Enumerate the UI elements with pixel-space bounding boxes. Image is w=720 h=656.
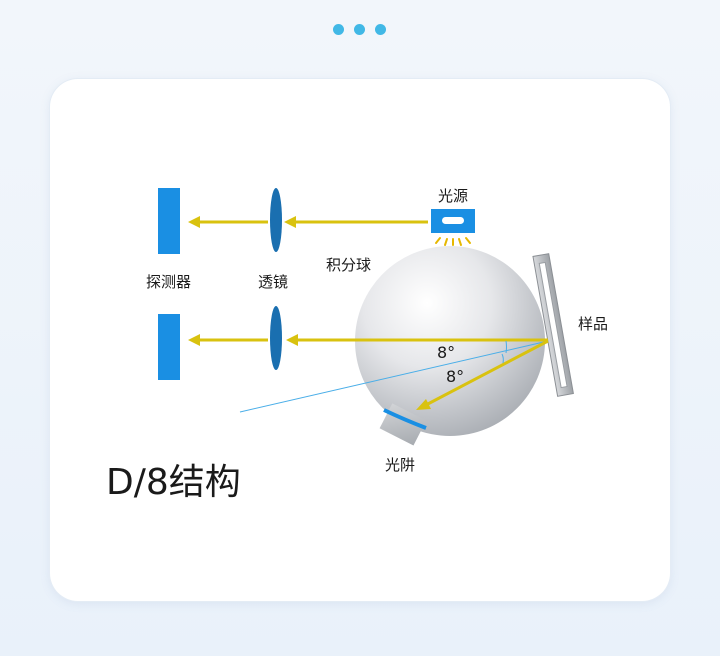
- arrowhead: [284, 216, 296, 228]
- arrowhead: [188, 216, 200, 228]
- specular-reference-line: [239, 340, 549, 413]
- beam-sample-to-light-trap: [423, 339, 549, 408]
- lens-label: 透镜: [258, 273, 289, 291]
- lens-bottom: [270, 306, 282, 370]
- arrowhead: [188, 334, 200, 346]
- light-source-label: 光源: [438, 187, 469, 205]
- sample-label: 样品: [578, 315, 609, 333]
- detector-top: [158, 188, 180, 254]
- angle-arc: [501, 353, 504, 364]
- pagination-dots: [333, 24, 386, 35]
- lens-top: [270, 188, 282, 252]
- angle-arc: [505, 340, 507, 354]
- arrowhead: [416, 399, 431, 410]
- light-source-lamp: [442, 217, 464, 224]
- detector-label: 探测器: [146, 273, 192, 291]
- angle-upper-label: 8°: [437, 343, 456, 362]
- light-trap-opening: [383, 408, 427, 430]
- light-rays: [435, 237, 471, 246]
- pagination-dot: [333, 24, 344, 35]
- pagination-dot: [375, 24, 386, 35]
- angle-lower-label: 8°: [446, 367, 465, 386]
- structure-title: D/8结构: [106, 462, 241, 503]
- detector-bottom: [158, 314, 180, 380]
- arrowhead: [286, 334, 298, 346]
- integrating-sphere-label: 积分球: [326, 256, 372, 274]
- pagination-dot: [354, 24, 365, 35]
- light-trap-label: 光阱: [385, 456, 416, 474]
- sample-plate: [532, 253, 574, 397]
